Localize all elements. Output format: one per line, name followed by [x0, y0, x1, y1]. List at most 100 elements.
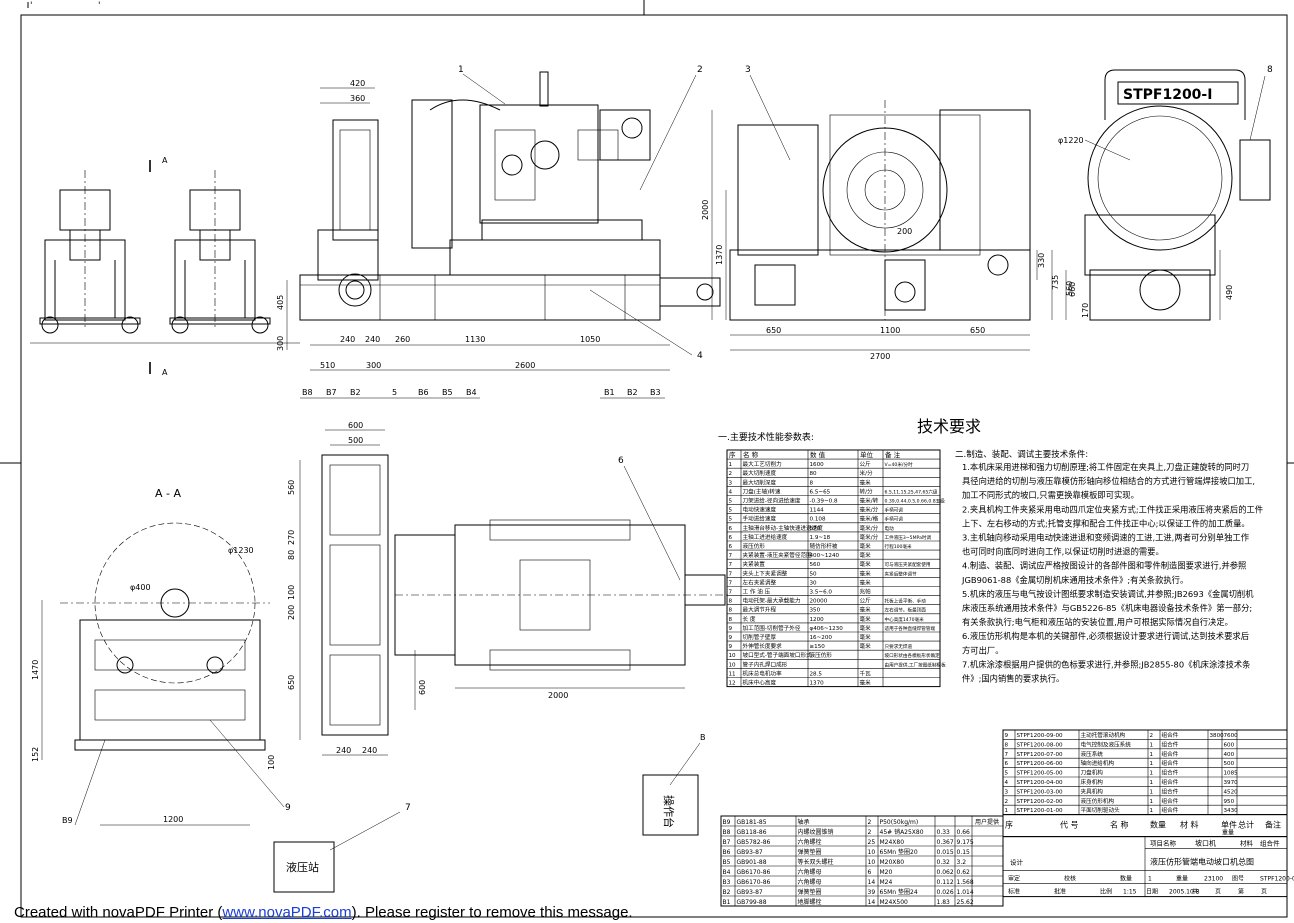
- pipe-support-right: [169, 170, 271, 334]
- bom-bottom-cell: 14: [868, 879, 876, 886]
- param-cell: 夹紧装置: [743, 560, 766, 568]
- bom-bottom-cell: B9: [723, 819, 731, 826]
- dim-240c: 240: [336, 746, 351, 755]
- bom-bottom-cell: 1.568: [957, 879, 974, 886]
- bom-cell: 组合件: [1162, 731, 1179, 739]
- param-cell: 毫米: [860, 478, 872, 486]
- bom-bottom-cell: B3: [723, 879, 731, 886]
- bom-bottom-cell: 39: [868, 889, 876, 896]
- title-cell: 1: [1148, 876, 1152, 883]
- param-cell: 公斤: [860, 460, 872, 468]
- dim-360: 360: [350, 94, 365, 103]
- dim-2000: 2000: [701, 200, 710, 220]
- param-cell: 毫米: [860, 633, 872, 641]
- dim-600: 600: [348, 421, 363, 430]
- bom-cell: 8: [1005, 742, 1009, 748]
- bom-bottom-cell: 0.66: [957, 829, 971, 836]
- bom-cell: STPF1200-01-00: [1017, 808, 1064, 814]
- bom-bottom-cell: 25: [868, 839, 876, 846]
- param-cell: 左右调节。板最顶面: [885, 607, 927, 614]
- param-cell: 毫米: [860, 578, 872, 586]
- param-cell: 切削管子壁厚: [743, 633, 777, 641]
- title-cell: 审定: [1008, 875, 1020, 883]
- dim-330: 330: [1037, 253, 1046, 268]
- bom-cell: 600: [1224, 742, 1235, 748]
- bom-bottom-cell: GB118-86: [737, 829, 767, 836]
- dim-650b: 650: [970, 326, 985, 335]
- bom-bottom-cell: 9.175: [957, 839, 974, 846]
- title-cell: 页: [1215, 889, 1221, 896]
- param-cell: 机床中心高度: [743, 679, 777, 687]
- param-cell: V=40米/分时: [885, 461, 914, 468]
- tech-line: 方可出厂。: [962, 645, 1004, 655]
- bom-bottom-cell: GB181-85: [737, 819, 767, 826]
- param-header-cell: 单位: [860, 450, 874, 459]
- param-cell: 加工范围-切削管子外径: [743, 624, 801, 632]
- param-cell: 1600: [810, 462, 825, 468]
- bom-bottom-cell: B7: [723, 839, 731, 846]
- param-cell: 10: [729, 662, 737, 668]
- bom-cell: 4: [1005, 780, 1009, 786]
- param-cell: 米/分: [860, 469, 873, 477]
- hydraulic-station-box: [273, 841, 335, 893]
- bom-cell: 组合件: [1162, 750, 1179, 758]
- bom-cell: STPF1200-09-00: [1017, 733, 1064, 739]
- bom-bottom-cell: 地脚螺栓: [798, 898, 822, 906]
- bom-bottom-cell: 25.62: [957, 899, 974, 906]
- param-cell: 管子内孔焊口成形: [743, 660, 788, 668]
- param-cell: 350: [810, 608, 821, 614]
- bom-bottom-cell: B5: [723, 859, 731, 866]
- bom-bottom-cell: 2: [868, 829, 872, 836]
- param-header-cell: 序: [729, 450, 736, 459]
- param-cell: 主轴滑台移动-主轴快速进退速度: [743, 524, 824, 532]
- dim-170: 170: [1081, 303, 1090, 318]
- ref-b9: B9: [62, 816, 73, 825]
- param-cell: 3: [729, 480, 733, 486]
- param-cell: 最大切削速度: [743, 469, 777, 477]
- bom-cell: 主动托管滚动机构: [1081, 731, 1126, 739]
- bom-bottom-cell: M20X80: [880, 859, 905, 866]
- footer-link[interactable]: www.novaPDF.com: [222, 904, 352, 921]
- param-cell: 刀架进给-径向进给速度: [743, 497, 801, 505]
- bom-bottom-cell: B6: [723, 849, 731, 856]
- end-view: 8 STPF1200-Ⅰ φ1220 490 170 660: [1058, 65, 1273, 321]
- bom-bottom-cell: 等长双头螺柱: [798, 858, 834, 866]
- bom-header-cell: 备注: [1265, 820, 1281, 830]
- param-cell: 9: [729, 644, 733, 650]
- tech-line: 4.制造、装配、调试应严格按图设计的各部件图和零件制造图要求进行,并参照: [962, 561, 1246, 571]
- section-mark-a-top: A: [162, 156, 168, 165]
- param-cell: 8: [729, 608, 733, 614]
- dim-560b: 560: [287, 480, 296, 495]
- param-cell: 外伸管长度要求: [743, 642, 783, 650]
- bom-cell: 组合件: [1162, 769, 1179, 777]
- bom-bottom-cell: 0.015: [937, 849, 954, 856]
- bom-cell: 床身机构: [1081, 778, 1104, 786]
- param-cell: 夹紧装置-液压夹紧管径范围: [743, 551, 813, 559]
- dim-1100: 1100: [880, 326, 900, 335]
- param-cell: 左右夹紧调整: [743, 578, 777, 586]
- param-cell: 9: [729, 635, 733, 641]
- param-cell: 1144: [810, 508, 825, 514]
- dim-735: 735: [1051, 275, 1060, 290]
- pipe-support-left: [39, 170, 141, 334]
- param-cell: 毫米: [860, 679, 872, 687]
- bom-cell: 1: [1150, 789, 1154, 795]
- bom-bottom-cell: 10: [868, 859, 876, 866]
- param-cell: 560: [810, 562, 821, 568]
- callout-9: 9: [285, 803, 291, 813]
- dim-152: 152: [31, 747, 40, 762]
- dim-100b: 100: [267, 755, 276, 770]
- dim-200b: 200: [287, 605, 296, 620]
- bom-bottom-cell: GB5782-86: [737, 839, 771, 846]
- param-cell: 7: [729, 553, 733, 559]
- param-cell: 最大切削深度: [743, 478, 777, 486]
- bom-bottom-cell: 6: [868, 869, 872, 876]
- tech-line: 7.机床涂漆根据用户提供的色标要求进行,并参照;JB2855-80《机床涂漆技术…: [962, 659, 1250, 669]
- bom-header-cell: 总计: [1238, 820, 1254, 830]
- dim-510: 510: [320, 361, 335, 370]
- title-doc-name: 液压仿形管端电动坡口机总图: [1150, 857, 1254, 867]
